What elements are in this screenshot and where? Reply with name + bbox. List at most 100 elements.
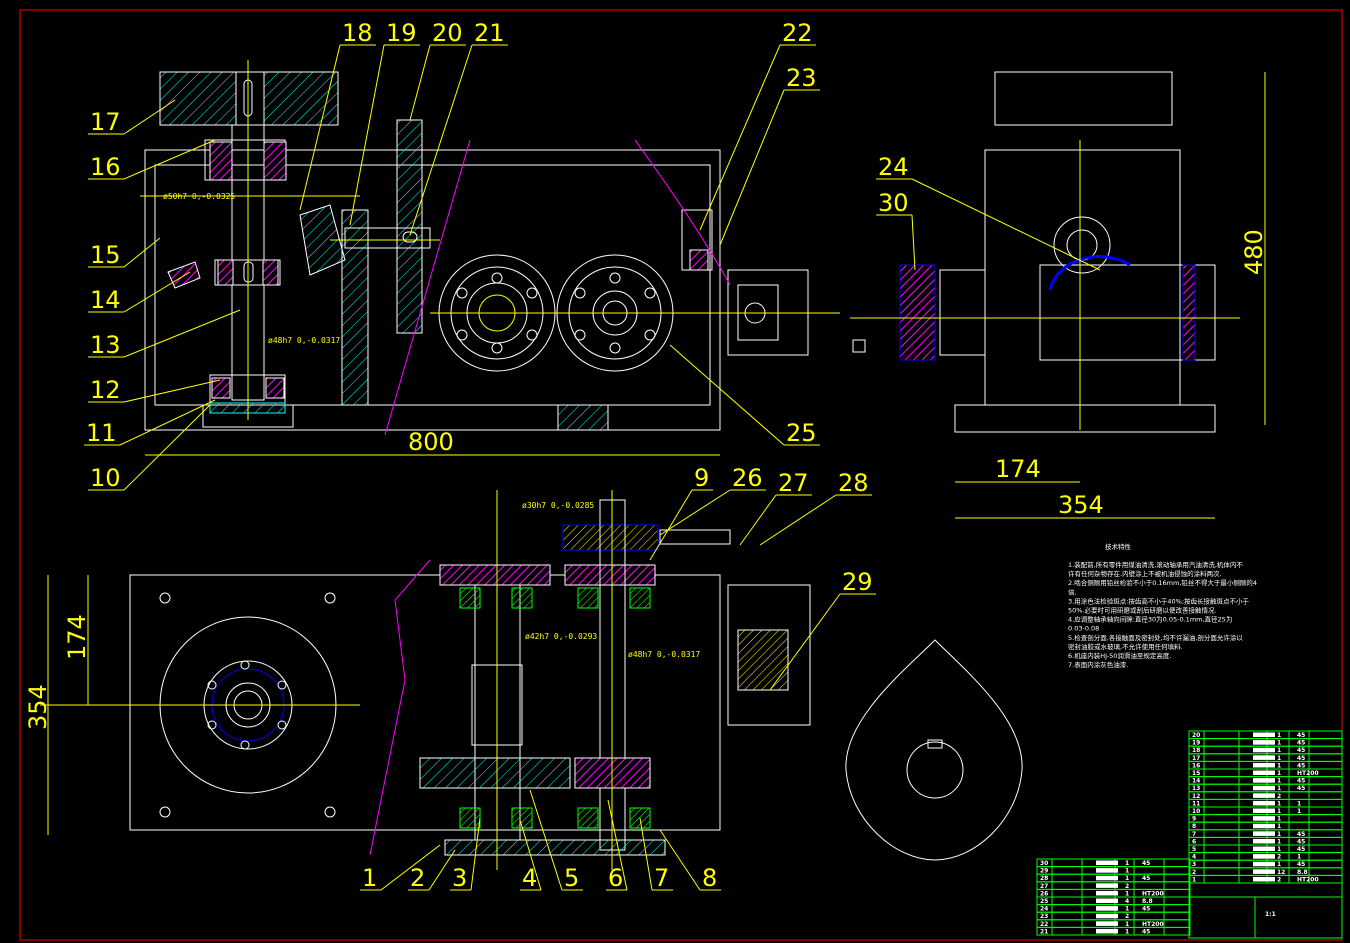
leader-line <box>519 819 542 891</box>
part-label-24: 24 <box>876 153 1101 271</box>
part-label-2: 2 <box>408 849 456 892</box>
item-name-block <box>1096 890 1118 896</box>
leader-line <box>123 309 241 358</box>
tech-note-line: 5.检查剖分面,各接触面及密封处,均不许漏油,剖分面允许涂以 <box>1068 633 1243 642</box>
part-number: 23 <box>786 64 817 92</box>
item-material: 45 <box>1297 740 1305 747</box>
item-name-block <box>1096 906 1118 911</box>
leader-line <box>649 489 693 561</box>
part-number: 9 <box>694 464 709 492</box>
item-number: 25 <box>1040 898 1048 905</box>
tech-note-line: 许有任何杂物存在.内壁涂上不被机油侵蚀的涂料两次. <box>1068 569 1222 578</box>
leader-line <box>659 829 701 891</box>
part-label-7: 7 <box>639 817 673 892</box>
leader-line <box>607 799 628 891</box>
part-label-9: 9 <box>649 464 713 561</box>
item-number: 19 <box>1192 740 1200 747</box>
leader-line <box>739 494 777 546</box>
item-material: 45 <box>1297 785 1305 792</box>
item-qty: 1 <box>1277 755 1281 762</box>
part-label-8: 8 <box>659 829 721 892</box>
item-name-block <box>1253 846 1275 852</box>
item-qty: 2 <box>1277 854 1281 861</box>
tolerance-label: ø42h7 0,-0.0293 <box>525 632 597 641</box>
item-qty: 1 <box>1125 875 1129 882</box>
item-material: 8.8 <box>1297 869 1308 876</box>
dimension-front-width: 800 <box>408 428 454 456</box>
part-label-29: 29 <box>769 568 876 691</box>
part-number: 15 <box>90 241 121 269</box>
item-name-block <box>1253 793 1275 798</box>
part-number: 4 <box>522 864 537 892</box>
tech-note-line: 3.用涂色法检验斑点:按齿高不小于40%;按齿长接触斑点不小于 <box>1068 596 1250 605</box>
item-qty: 4 <box>1125 898 1129 905</box>
part-label-15: 15 <box>88 237 161 269</box>
part-label-10: 10 <box>88 404 211 492</box>
dimension-side-half-width: 174 <box>995 455 1041 483</box>
item-material: 45 <box>1297 846 1305 853</box>
leader-line <box>409 44 431 121</box>
item-material: 45 <box>1297 778 1305 785</box>
leader-line <box>409 44 473 236</box>
part-number: 6 <box>608 864 623 892</box>
item-qty: 1 <box>1277 747 1281 754</box>
item-qty: 1 <box>1277 816 1281 823</box>
item-number: 2 <box>1192 869 1196 876</box>
item-number: 13 <box>1192 785 1200 792</box>
part-number: 20 <box>432 19 463 47</box>
part-label-21: 21 <box>409 19 508 236</box>
item-qty: 1 <box>1277 740 1281 747</box>
item-qty: 1 <box>1277 800 1281 807</box>
item-qty: 1 <box>1277 762 1281 769</box>
item-qty: 1 <box>1277 831 1281 838</box>
item-number: 24 <box>1040 906 1048 913</box>
item-name-block <box>1253 876 1275 882</box>
part-number: 29 <box>842 568 873 596</box>
dimension-top-half-height: 174 <box>63 614 91 660</box>
leader-line <box>123 99 176 135</box>
leader-line <box>349 44 385 226</box>
item-name-block <box>1096 860 1118 866</box>
item-number: 17 <box>1192 755 1200 762</box>
part-number: 22 <box>782 19 813 47</box>
part-number: 16 <box>90 153 121 181</box>
item-name-block <box>1096 868 1118 873</box>
item-number: 26 <box>1040 890 1048 897</box>
item-name-block <box>1096 898 1118 904</box>
part-label-28: 28 <box>759 469 872 546</box>
part-number: 2 <box>410 864 425 892</box>
part-number: 12 <box>90 376 121 404</box>
item-material: HT200 <box>1297 770 1319 777</box>
tech-notes-title: 技术特性 <box>1105 542 1132 551</box>
front-section-view: ø50h7 0,-0.0325 ø48h7 0,-0.0317 800 <box>140 60 840 456</box>
item-number: 18 <box>1192 747 1200 754</box>
part-number: 11 <box>86 419 117 447</box>
item-qty: 1 <box>1125 890 1129 897</box>
leader-line <box>911 178 1101 271</box>
item-name-block <box>1253 869 1275 874</box>
table-row <box>1036 926 1191 936</box>
part-label-12: 12 <box>88 376 221 404</box>
item-number: 21 <box>1040 928 1048 935</box>
item-name-block <box>1096 883 1118 888</box>
leader-line <box>529 789 563 891</box>
part-label-26: 26 <box>659 464 766 536</box>
leader-line <box>769 593 841 691</box>
item-qty: 1 <box>1125 906 1129 913</box>
tech-note-line: 2.啮合侧隙用铅丝检验不小于0.16mm,铅丝不得大于最小侧隙的4 <box>1068 578 1257 587</box>
item-qty: 1 <box>1277 846 1281 853</box>
part-number: 28 <box>838 469 869 497</box>
leader-line <box>669 344 785 446</box>
part-number: 8 <box>702 864 717 892</box>
tech-note-line: 4.应调整轴承轴向间隙:直径30为0.05-0.1mm,直径25为 <box>1068 615 1232 624</box>
leader-line <box>911 214 916 271</box>
item-material: 1 <box>1297 808 1301 815</box>
leader-line <box>659 489 731 536</box>
item-material: 1 <box>1297 854 1301 861</box>
item-number: 8 <box>1192 823 1196 830</box>
tolerance-label: ø48h7 0,-0.0317 <box>628 650 700 659</box>
item-qty: 12 <box>1277 869 1285 876</box>
part-label-17: 17 <box>88 99 176 136</box>
